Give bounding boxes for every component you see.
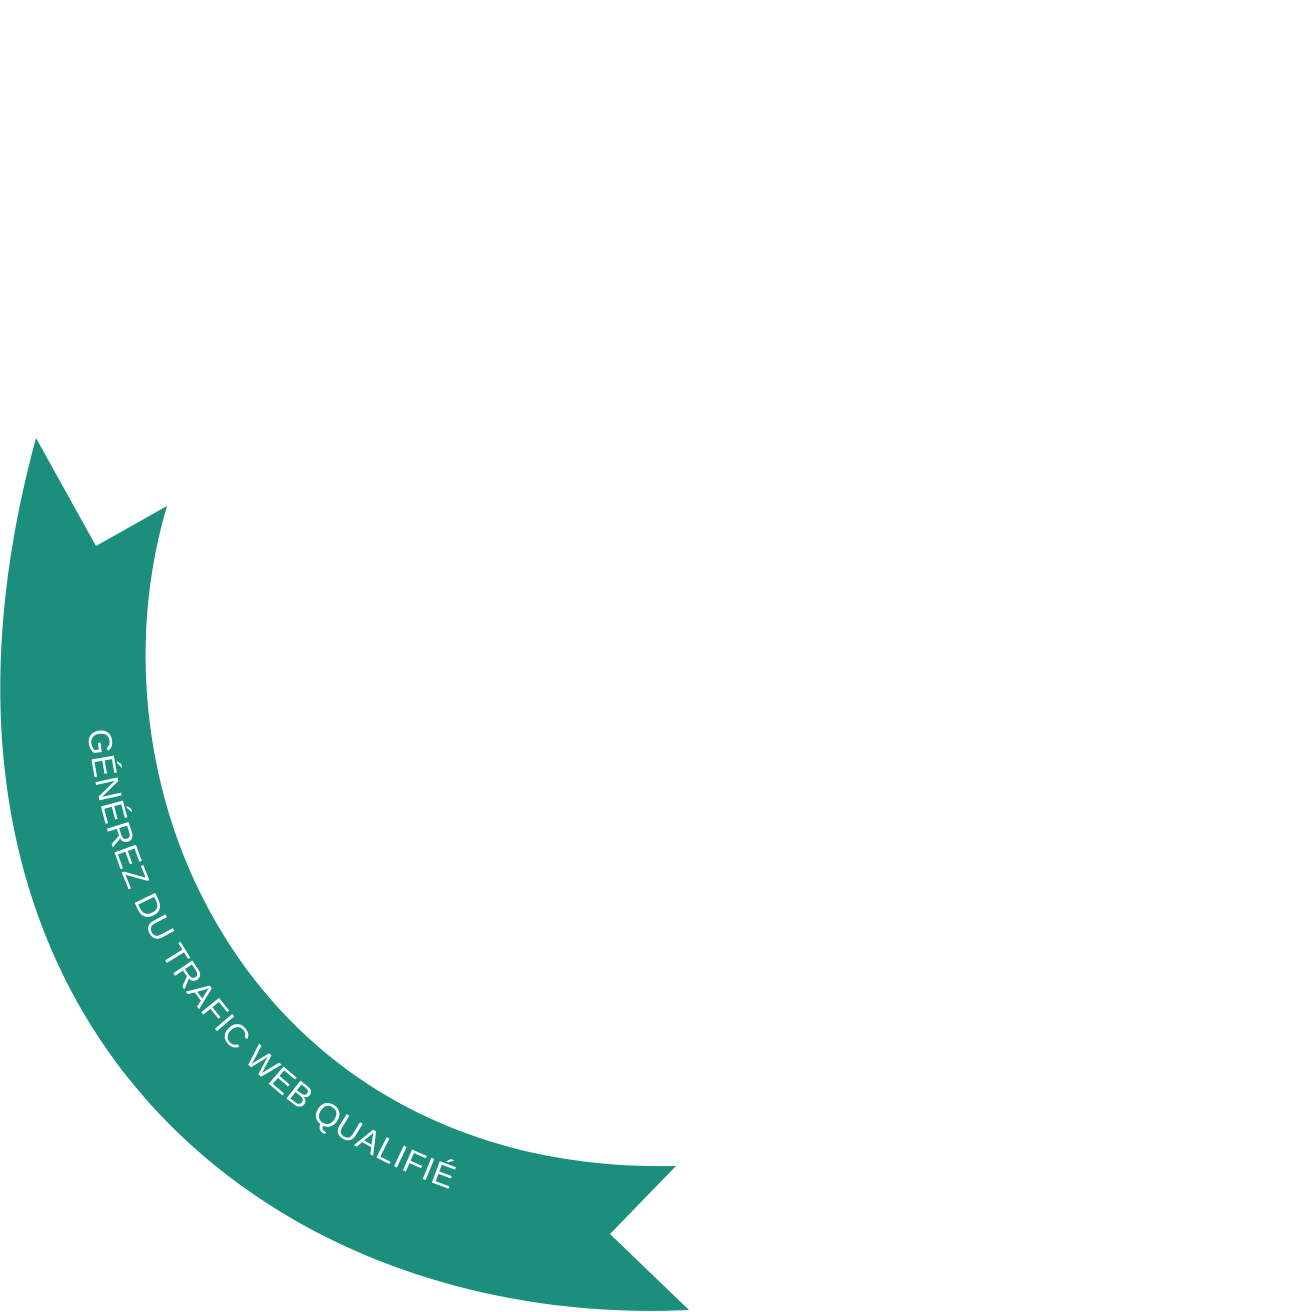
curved-ribbon-banner: [0, 438, 689, 1311]
